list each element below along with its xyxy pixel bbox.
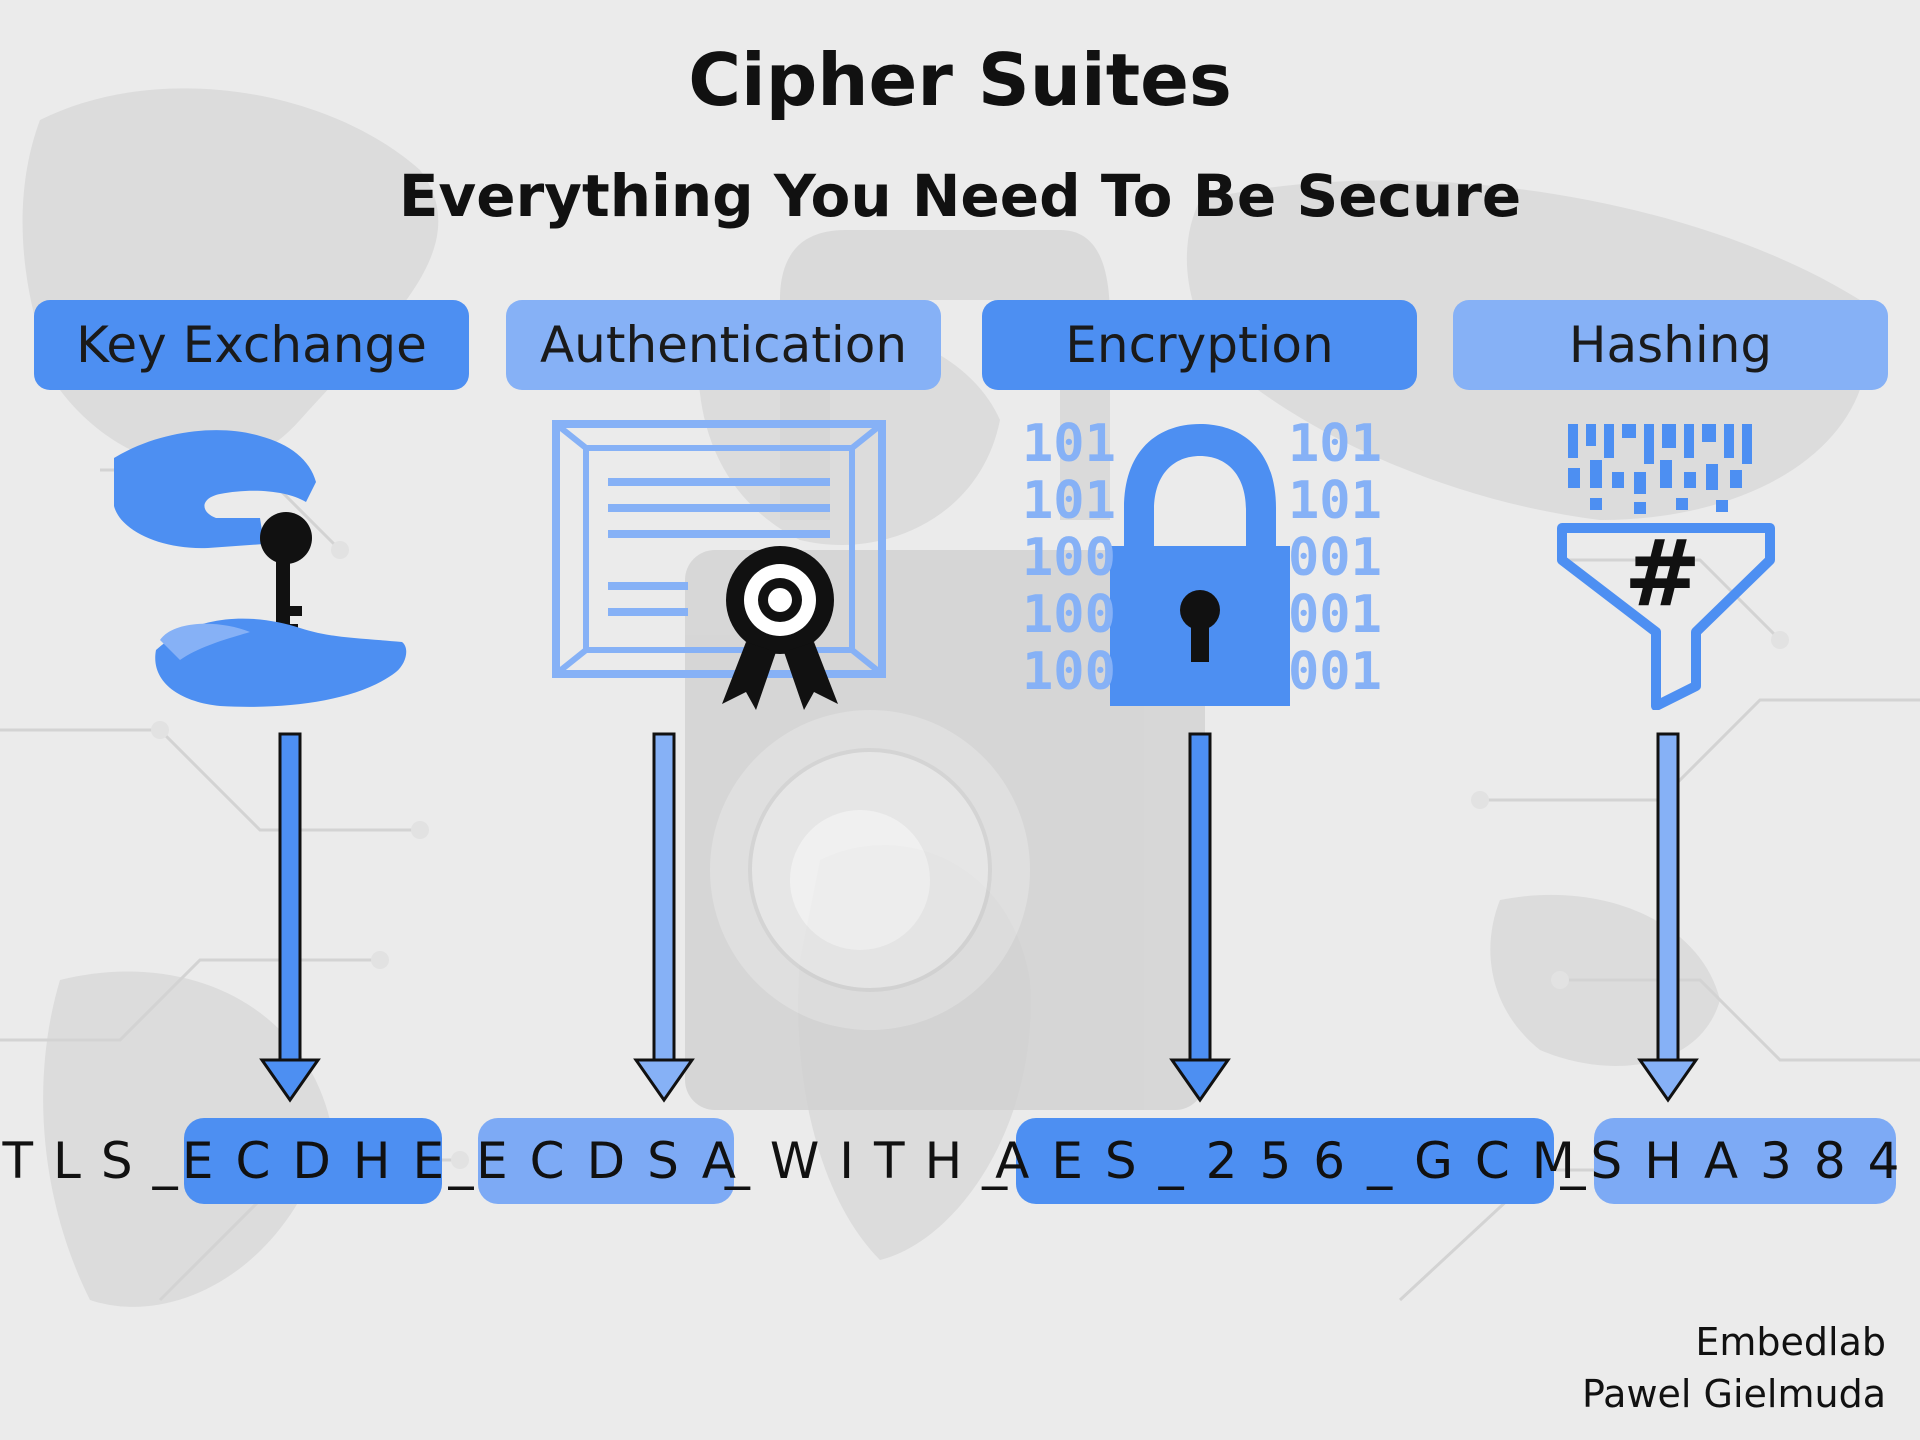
arrow-hashing xyxy=(1637,732,1699,1103)
cipher-suite-string: TLS_ ECDHE _ ECDSA _WITH_ AES_256_GCM _ … xyxy=(0,1118,1920,1204)
suite-encryption: AES_256_GCM xyxy=(995,1118,1575,1204)
binary-left-column: 101 101 100 100 100 xyxy=(1022,416,1116,701)
binary-padlock-icon xyxy=(1110,424,1290,706)
hash-symbol: # xyxy=(1624,520,1702,627)
arrow-authentication xyxy=(633,732,695,1103)
suite-prefix: TLS_ xyxy=(2,1132,198,1190)
suite-hashing: SHA384 xyxy=(1591,1118,1900,1204)
binary-digits: 100 xyxy=(1022,528,1116,588)
binary-digits: 100 xyxy=(1022,585,1116,645)
binary-digits: 101 xyxy=(1288,414,1382,474)
category-authentication: Authentication xyxy=(506,300,941,390)
hash-funnel-icon xyxy=(1557,424,1775,710)
category-key-exchange: Key Exchange xyxy=(34,300,469,390)
binary-digits: 101 xyxy=(1022,471,1116,531)
binary-digits: 001 xyxy=(1288,585,1382,645)
certificate-icon xyxy=(552,420,886,710)
suite-separator: _ xyxy=(1560,1132,1586,1190)
binary-digits: 100 xyxy=(1022,642,1116,702)
binary-right-column: 101 101 001 001 001 xyxy=(1288,416,1382,701)
page-title: Cipher Suites xyxy=(688,38,1232,122)
credit-line-1: Embedlab xyxy=(1695,1320,1886,1364)
suite-authentication: ECDSA xyxy=(476,1118,736,1204)
suite-separator: _ xyxy=(448,1132,474,1190)
binary-digits: 101 xyxy=(1288,471,1382,531)
arrow-encryption xyxy=(1169,732,1231,1103)
binary-digits: 001 xyxy=(1288,642,1382,702)
category-hashing: Hashing xyxy=(1453,300,1888,390)
binary-digits: 101 xyxy=(1022,414,1116,474)
credit-line-2: Pawel Gielmuda xyxy=(1581,1372,1886,1416)
binary-digits: 001 xyxy=(1288,528,1382,588)
page-subtitle: Everything You Need To Be Secure xyxy=(398,162,1522,230)
suite-with: _WITH_ xyxy=(724,1132,1028,1190)
key-in-hand-icon xyxy=(114,430,407,707)
suite-key-exchange: ECDHE xyxy=(182,1118,444,1204)
category-encryption: Encryption xyxy=(982,300,1417,390)
arrow-key-exchange xyxy=(259,732,321,1103)
